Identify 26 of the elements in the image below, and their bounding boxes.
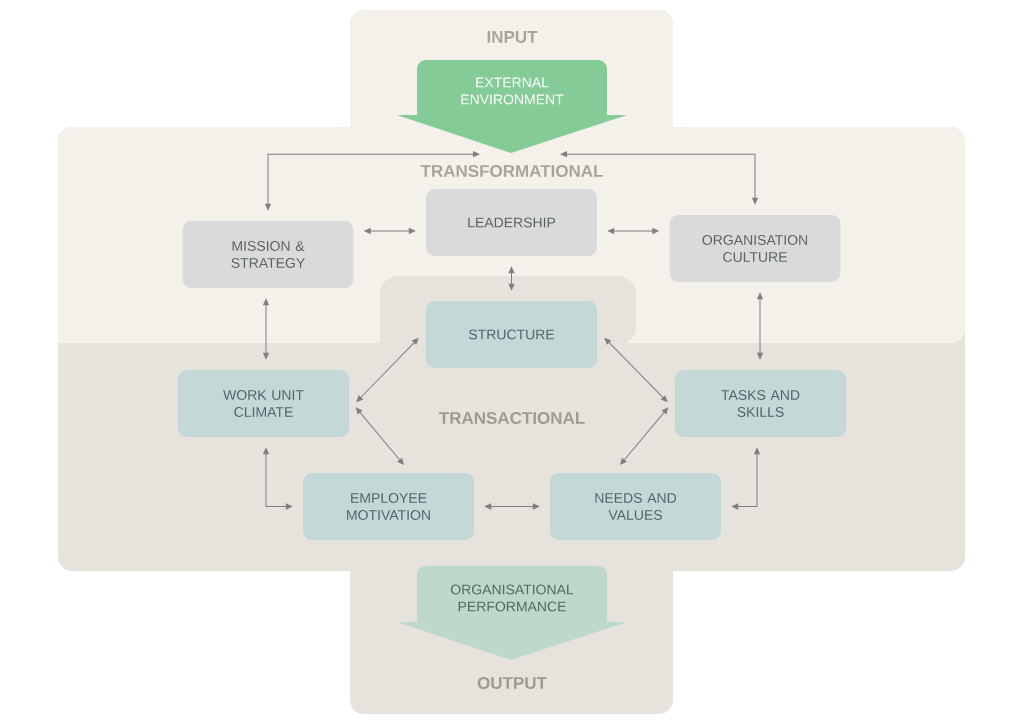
- process-box: ORGANISATION CULTURE: [669, 215, 841, 282]
- zone-label: TRANSACTIONAL: [439, 412, 585, 425]
- arrow: [265, 151, 480, 211]
- process-box: WORK UNIT CLIMATE: [178, 370, 349, 437]
- arrow: [356, 338, 419, 402]
- arrow: [757, 293, 763, 360]
- process-box: TASKS AND SKILLS: [675, 370, 846, 437]
- arrow: [732, 448, 760, 510]
- process-box: LEADERSHIP: [426, 189, 597, 256]
- process-box: STRUCTURE: [426, 301, 597, 368]
- process-box: NEEDS AND VALUES: [550, 473, 721, 540]
- arrow: [608, 228, 659, 234]
- process-box: MISSION & STRATEGY: [182, 221, 354, 288]
- arrow: [508, 266, 515, 291]
- arrow: [364, 228, 416, 234]
- arrow: [604, 338, 668, 402]
- zone-label: INPUT: [487, 31, 538, 43]
- arrow: [355, 407, 404, 465]
- zone-label: OUTPUT: [477, 677, 547, 690]
- zone-label: TRANSFORMATIONAL: [420, 165, 603, 178]
- arrow: [263, 299, 269, 360]
- process-box: EMPLOYEE MOTIVATION: [303, 473, 474, 540]
- arrow: [263, 448, 293, 510]
- arrow: [620, 407, 669, 465]
- arrow: [485, 503, 540, 510]
- arrow: [560, 151, 758, 205]
